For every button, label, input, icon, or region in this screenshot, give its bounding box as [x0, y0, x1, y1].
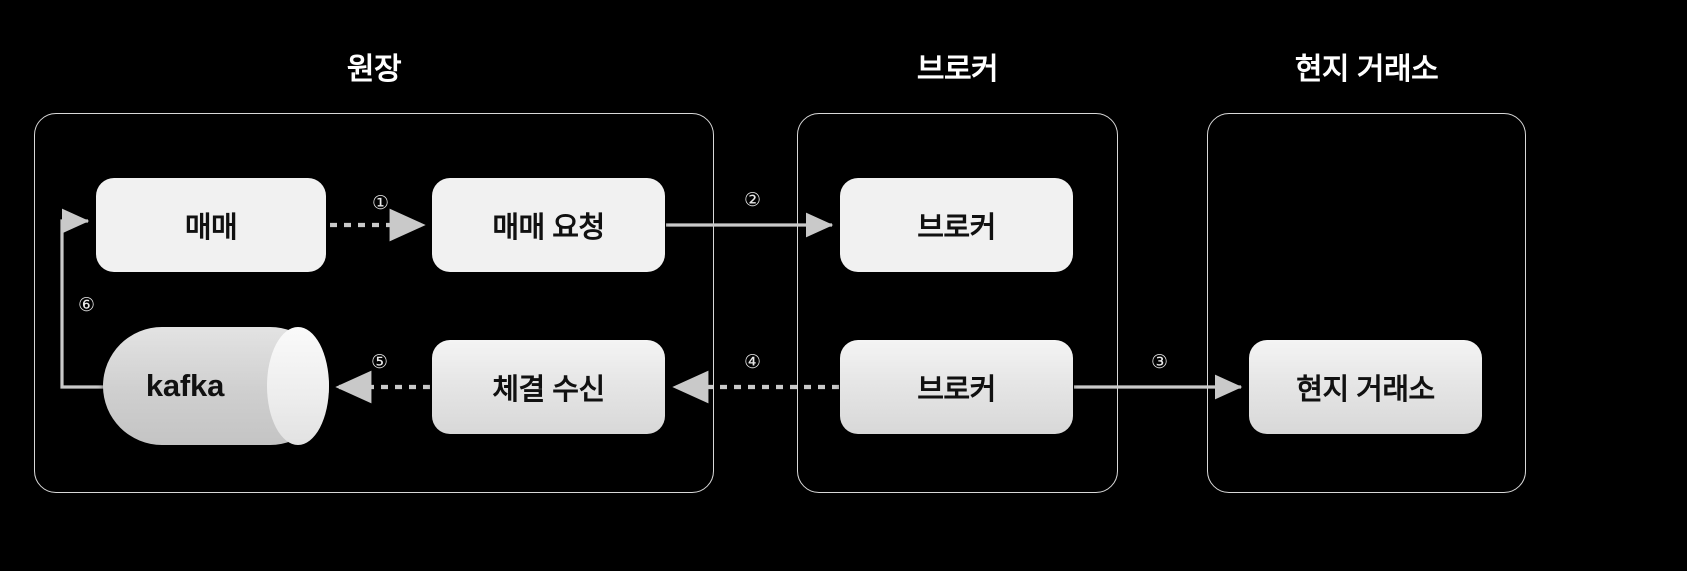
node-kafka-cylinder[interactable]: kafka: [103, 327, 329, 445]
node-broker-bottom[interactable]: 브로커: [840, 340, 1073, 434]
node-trade-request[interactable]: 매매 요청: [432, 178, 665, 272]
group-title-broker: 브로커: [916, 53, 999, 86]
edge-marker-3: ③: [1151, 352, 1169, 373]
node-kafka-label: kafka: [145, 368, 225, 403]
group-title-ledger: 원장: [346, 53, 402, 86]
edge-marker-2: ②: [744, 190, 762, 211]
edge-marker-1: ①: [372, 193, 390, 214]
edge-marker-4: ④: [744, 352, 762, 373]
node-broker-top[interactable]: 브로커: [840, 178, 1073, 272]
group-container-broker: [797, 113, 1118, 493]
edge-marker-6: ⑥: [78, 295, 96, 316]
group-title-exchange: 현지 거래소: [1294, 53, 1439, 86]
node-fill-receive[interactable]: 체결 수신: [432, 340, 665, 434]
edge-marker-5: ⑤: [371, 352, 389, 373]
group-container-ledger: [34, 113, 714, 493]
node-trade[interactable]: 매매: [96, 178, 326, 272]
node-local-exchange[interactable]: 현지 거래소: [1249, 340, 1482, 434]
cylinder-cap: [267, 327, 329, 445]
group-container-exchange: [1207, 113, 1526, 493]
